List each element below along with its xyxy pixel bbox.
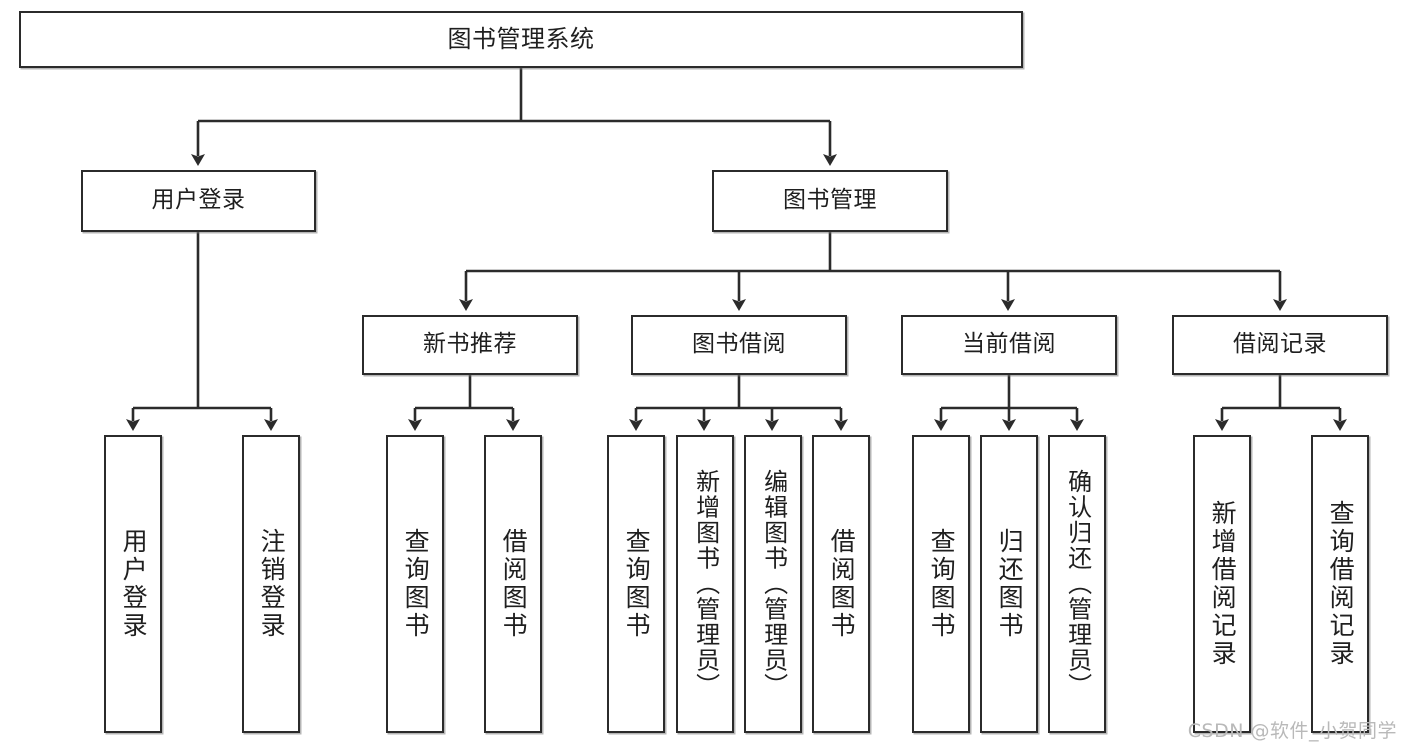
node-label: 查询图书	[401, 528, 431, 640]
node-current-borrow[interactable]: 当前借阅	[901, 315, 1117, 375]
node-label: 借阅记录	[1233, 331, 1327, 358]
node-book-management[interactable]: 图书管理	[712, 170, 948, 232]
node-label: 确认归还（管理员）	[1063, 469, 1092, 699]
node-label: 注销登录	[257, 528, 287, 640]
node-label: 新书推荐	[423, 331, 517, 358]
leaf-newbook-query-book[interactable]: 查询图书	[386, 435, 444, 733]
node-label: 编辑图书（管理员）	[759, 469, 788, 699]
leaf-user-login[interactable]: 用户登录	[104, 435, 162, 733]
leaf-current-query-book[interactable]: 查询图书	[912, 435, 970, 733]
node-label: 查询图书	[622, 528, 652, 640]
node-book-borrow[interactable]: 图书借阅	[631, 315, 847, 375]
leaf-record-query-borrow-record[interactable]: 查询借阅记录	[1311, 435, 1369, 733]
leaf-record-add-borrow-record[interactable]: 新增借阅记录	[1193, 435, 1251, 733]
node-user-login[interactable]: 用户登录	[81, 170, 316, 232]
node-new-book-recommend[interactable]: 新书推荐	[362, 315, 578, 375]
node-label: 图书借阅	[692, 331, 786, 358]
node-borrow-record[interactable]: 借阅记录	[1172, 315, 1388, 375]
node-label: 归还图书	[995, 528, 1025, 640]
leaf-borrow-add-book-admin[interactable]: 新增图书（管理员）	[676, 435, 734, 733]
node-label: 图书管理	[783, 187, 877, 214]
node-label: 新增借阅记录	[1208, 500, 1238, 668]
node-label: 借阅图书	[499, 528, 529, 640]
leaf-borrow-borrow-book[interactable]: 借阅图书	[812, 435, 870, 733]
node-label: 图书管理系统	[447, 25, 595, 54]
node-label: 新增图书（管理员）	[691, 469, 720, 699]
leaf-borrow-edit-book-admin[interactable]: 编辑图书（管理员）	[744, 435, 802, 733]
node-label: 查询借阅记录	[1326, 500, 1356, 668]
node-label: 当前借阅	[962, 331, 1056, 358]
node-label: 用户登录	[151, 187, 246, 214]
leaf-current-confirm-return-admin[interactable]: 确认归还（管理员）	[1048, 435, 1106, 733]
node-label: 借阅图书	[827, 528, 857, 640]
node-label: 用户登录	[119, 528, 149, 640]
leaf-user-logout[interactable]: 注销登录	[242, 435, 300, 733]
csdn-watermark: CSDN @软件_小贺同学	[1187, 720, 1397, 742]
leaf-newbook-borrow-book[interactable]: 借阅图书	[484, 435, 542, 733]
leaf-current-return-book[interactable]: 归还图书	[980, 435, 1038, 733]
node-root-library-system[interactable]: 图书管理系统	[19, 11, 1023, 68]
leaf-borrow-query-book[interactable]: 查询图书	[607, 435, 665, 733]
node-label: 查询图书	[927, 528, 957, 640]
